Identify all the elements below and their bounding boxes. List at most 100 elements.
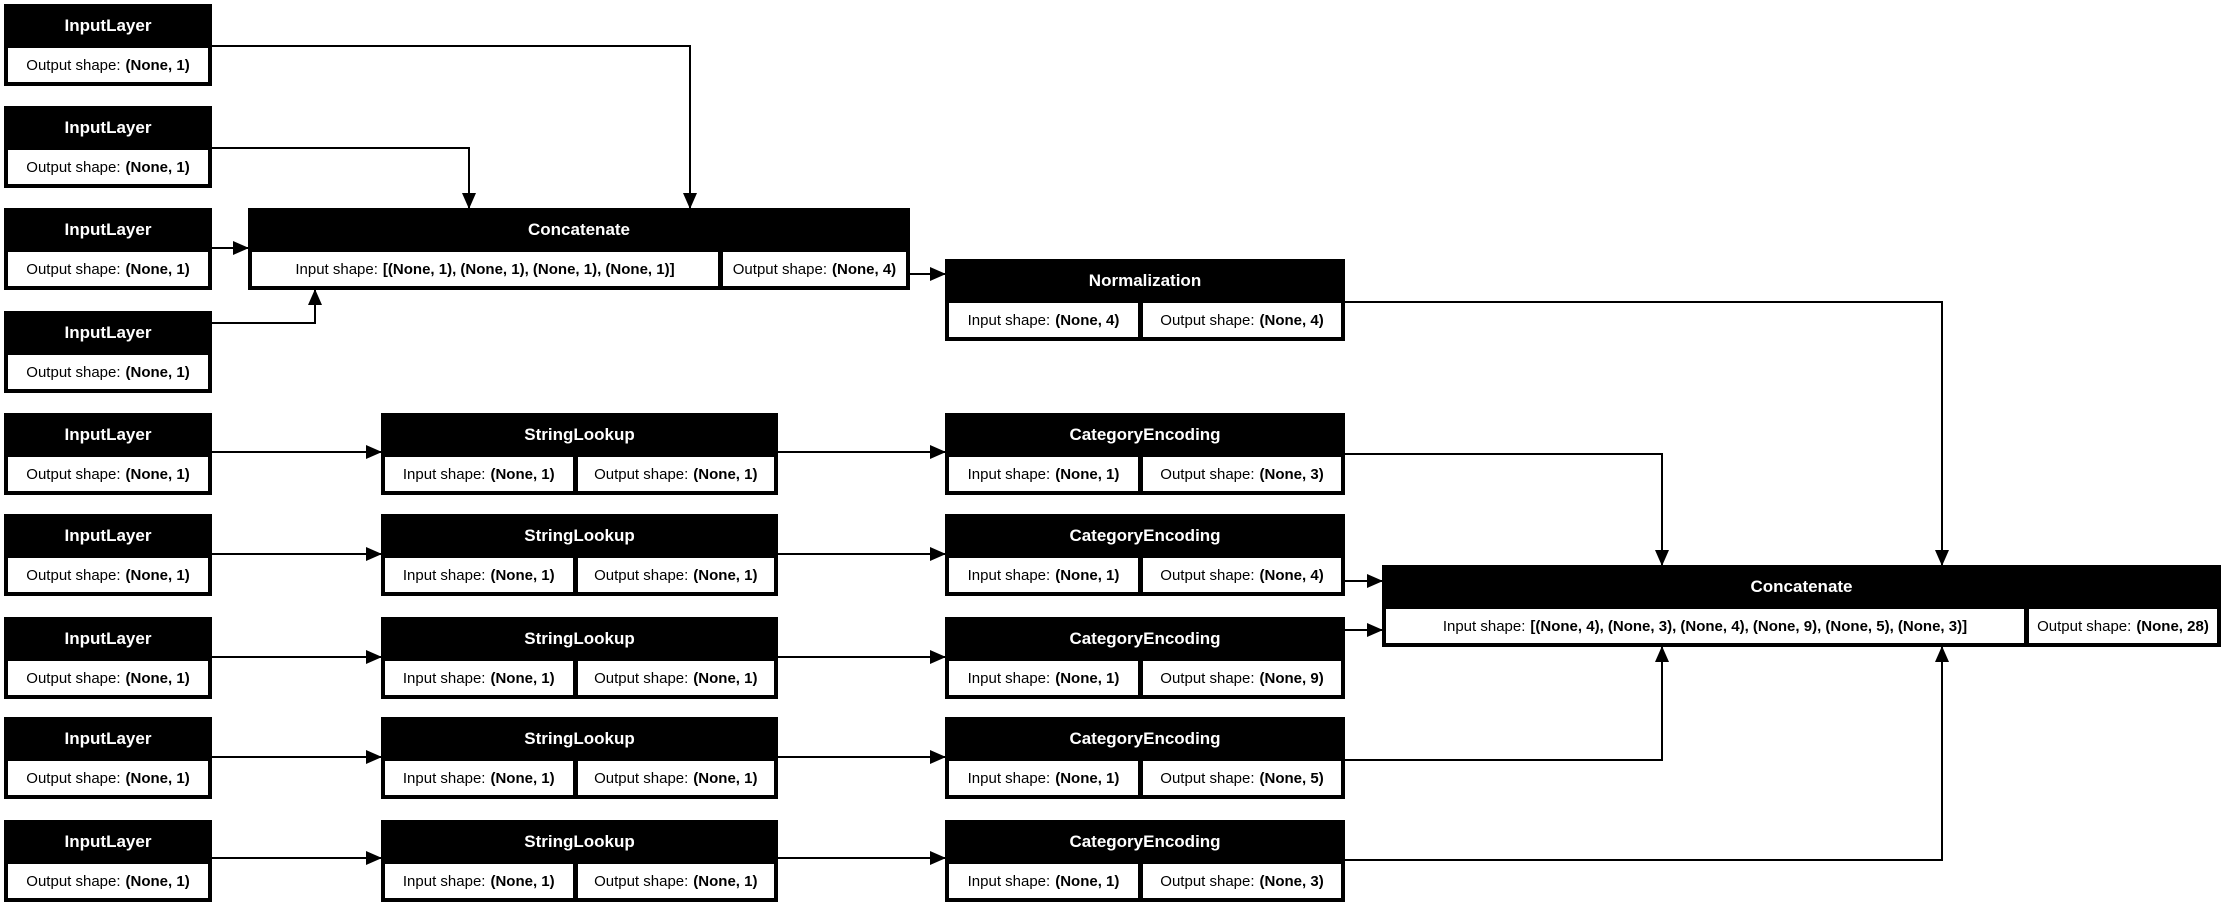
shape-cell: Input shape:(None, 1) — [385, 864, 573, 898]
shape-label: Input shape: — [402, 769, 486, 787]
shape-cells-row: Input shape:(None, 1)Output shape:(None,… — [381, 661, 778, 699]
shape-cell: Output shape:(None, 4) — [722, 252, 906, 286]
shape-value: (None, 4) — [1055, 311, 1120, 329]
shape-value: (None, 1) — [490, 465, 555, 483]
shape-cell: Input shape:(None, 4) — [949, 303, 1138, 337]
layer-title: CategoryEncoding — [1069, 526, 1221, 545]
shape-cell: Output shape:(None, 1) — [8, 864, 208, 898]
shape-value: (None, 1) — [1055, 872, 1120, 890]
shape-label: Input shape: — [967, 465, 1051, 483]
shape-cell: Input shape:(None, 1) — [385, 457, 573, 491]
layer-title: InputLayer — [64, 323, 152, 342]
layer-title: StringLookup — [524, 526, 635, 545]
shape-label: Output shape: — [594, 566, 689, 584]
shape-cell: Output shape:(None, 5) — [1143, 761, 1341, 795]
shape-cell: Output shape:(None, 1) — [8, 150, 208, 184]
shape-cells-row: Output shape:(None, 1) — [4, 558, 212, 596]
edge-input-4-to-concatenate-1 — [212, 289, 322, 324]
shape-value: (None, 28) — [2136, 617, 2209, 635]
layer-title: Concatenate — [527, 220, 631, 239]
shape-label: Input shape: — [402, 872, 486, 890]
layer-title: InputLayer — [64, 425, 152, 444]
shape-cells-row: Output shape:(None, 1) — [4, 864, 212, 902]
shape-label: Output shape: — [26, 566, 121, 584]
edge-categoryencoding-5-to-concatenate-2 — [1345, 646, 1949, 861]
shape-label: Output shape: — [1160, 669, 1255, 687]
shape-value: (None, 1) — [490, 669, 555, 687]
shape-value: (None, 1) — [125, 769, 190, 787]
shape-cell: Input shape:[(None, 1), (None, 1), (None… — [252, 252, 718, 286]
shape-label: Output shape: — [1160, 465, 1255, 483]
shape-cell: Input shape:(None, 1) — [385, 661, 573, 695]
shape-label: Output shape: — [594, 769, 689, 787]
shape-label: Output shape: — [1160, 311, 1255, 329]
shape-value: (None, 1) — [1055, 566, 1120, 584]
edge-input-1-to-concatenate-1 — [212, 45, 697, 209]
shape-value: (None, 1) — [1055, 465, 1120, 483]
shape-value: (None, 3) — [1259, 465, 1324, 483]
shape-label: Input shape: — [967, 769, 1051, 787]
shape-cell: Input shape:(None, 1) — [949, 558, 1138, 592]
shape-cell: Input shape:(None, 1) — [385, 558, 573, 592]
shape-label: Input shape: — [402, 566, 486, 584]
shape-cells-row: Output shape:(None, 1) — [4, 661, 212, 699]
shape-label: Output shape: — [594, 669, 689, 687]
shape-value: (None, 1) — [1055, 669, 1120, 687]
shape-cell: Output shape:(None, 9) — [1143, 661, 1341, 695]
shape-cell: Output shape:(None, 1) — [8, 661, 208, 695]
shape-value: (None, 3) — [1259, 872, 1324, 890]
shape-value: (None, 4) — [1259, 566, 1324, 584]
edge-input-2-to-concatenate-1 — [212, 147, 476, 209]
shape-cell: Output shape:(None, 1) — [8, 252, 208, 286]
shape-value: (None, 1) — [490, 872, 555, 890]
shape-label: Output shape: — [26, 363, 121, 381]
shape-label: Input shape: — [402, 465, 486, 483]
layer-title: InputLayer — [64, 118, 152, 137]
shape-cell: Input shape:(None, 1) — [949, 661, 1138, 695]
shape-value: (None, 1) — [125, 158, 190, 176]
shape-value: [(None, 1), (None, 1), (None, 1), (None,… — [382, 260, 675, 278]
shape-cell: Output shape:(None, 1) — [577, 864, 774, 898]
shape-label: Input shape: — [402, 669, 486, 687]
shape-label: Output shape: — [594, 872, 689, 890]
shape-cells-row: Input shape:[(None, 1), (None, 1), (None… — [248, 252, 910, 290]
layer-title: InputLayer — [64, 220, 152, 239]
shape-value: (None, 1) — [125, 465, 190, 483]
shape-cell: Output shape:(None, 1) — [577, 661, 774, 695]
shape-label: Input shape: — [1442, 617, 1526, 635]
shape-value: (None, 1) — [693, 669, 758, 687]
shape-cells-row: Input shape:[(None, 4), (None, 3), (None… — [1382, 609, 2221, 647]
shape-label: Output shape: — [26, 769, 121, 787]
shape-value: (None, 1) — [693, 465, 758, 483]
layer-title: InputLayer — [64, 729, 152, 748]
layer-title: Normalization — [1088, 271, 1202, 290]
shape-label: Input shape: — [967, 566, 1051, 584]
shape-value: (None, 1) — [693, 566, 758, 584]
shape-cells-row: Output shape:(None, 1) — [4, 355, 212, 393]
layer-title: CategoryEncoding — [1069, 729, 1221, 748]
shape-cell: Output shape:(None, 1) — [8, 457, 208, 491]
shape-cells-row: Input shape:(None, 1)Output shape:(None,… — [945, 558, 1345, 596]
shape-value: (None, 1) — [125, 56, 190, 74]
shape-cells-row: Input shape:(None, 1)Output shape:(None,… — [381, 864, 778, 902]
layer-title: InputLayer — [64, 16, 152, 35]
shape-cell: Output shape:(None, 1) — [577, 761, 774, 795]
shape-label: Input shape: — [967, 669, 1051, 687]
layer-title: CategoryEncoding — [1069, 629, 1221, 648]
shape-cell: Output shape:(None, 1) — [8, 355, 208, 389]
shape-label: Output shape: — [26, 669, 121, 687]
layer-title: InputLayer — [64, 832, 152, 851]
shape-label: Output shape: — [732, 260, 827, 278]
shape-cell: Output shape:(None, 4) — [1143, 558, 1341, 592]
